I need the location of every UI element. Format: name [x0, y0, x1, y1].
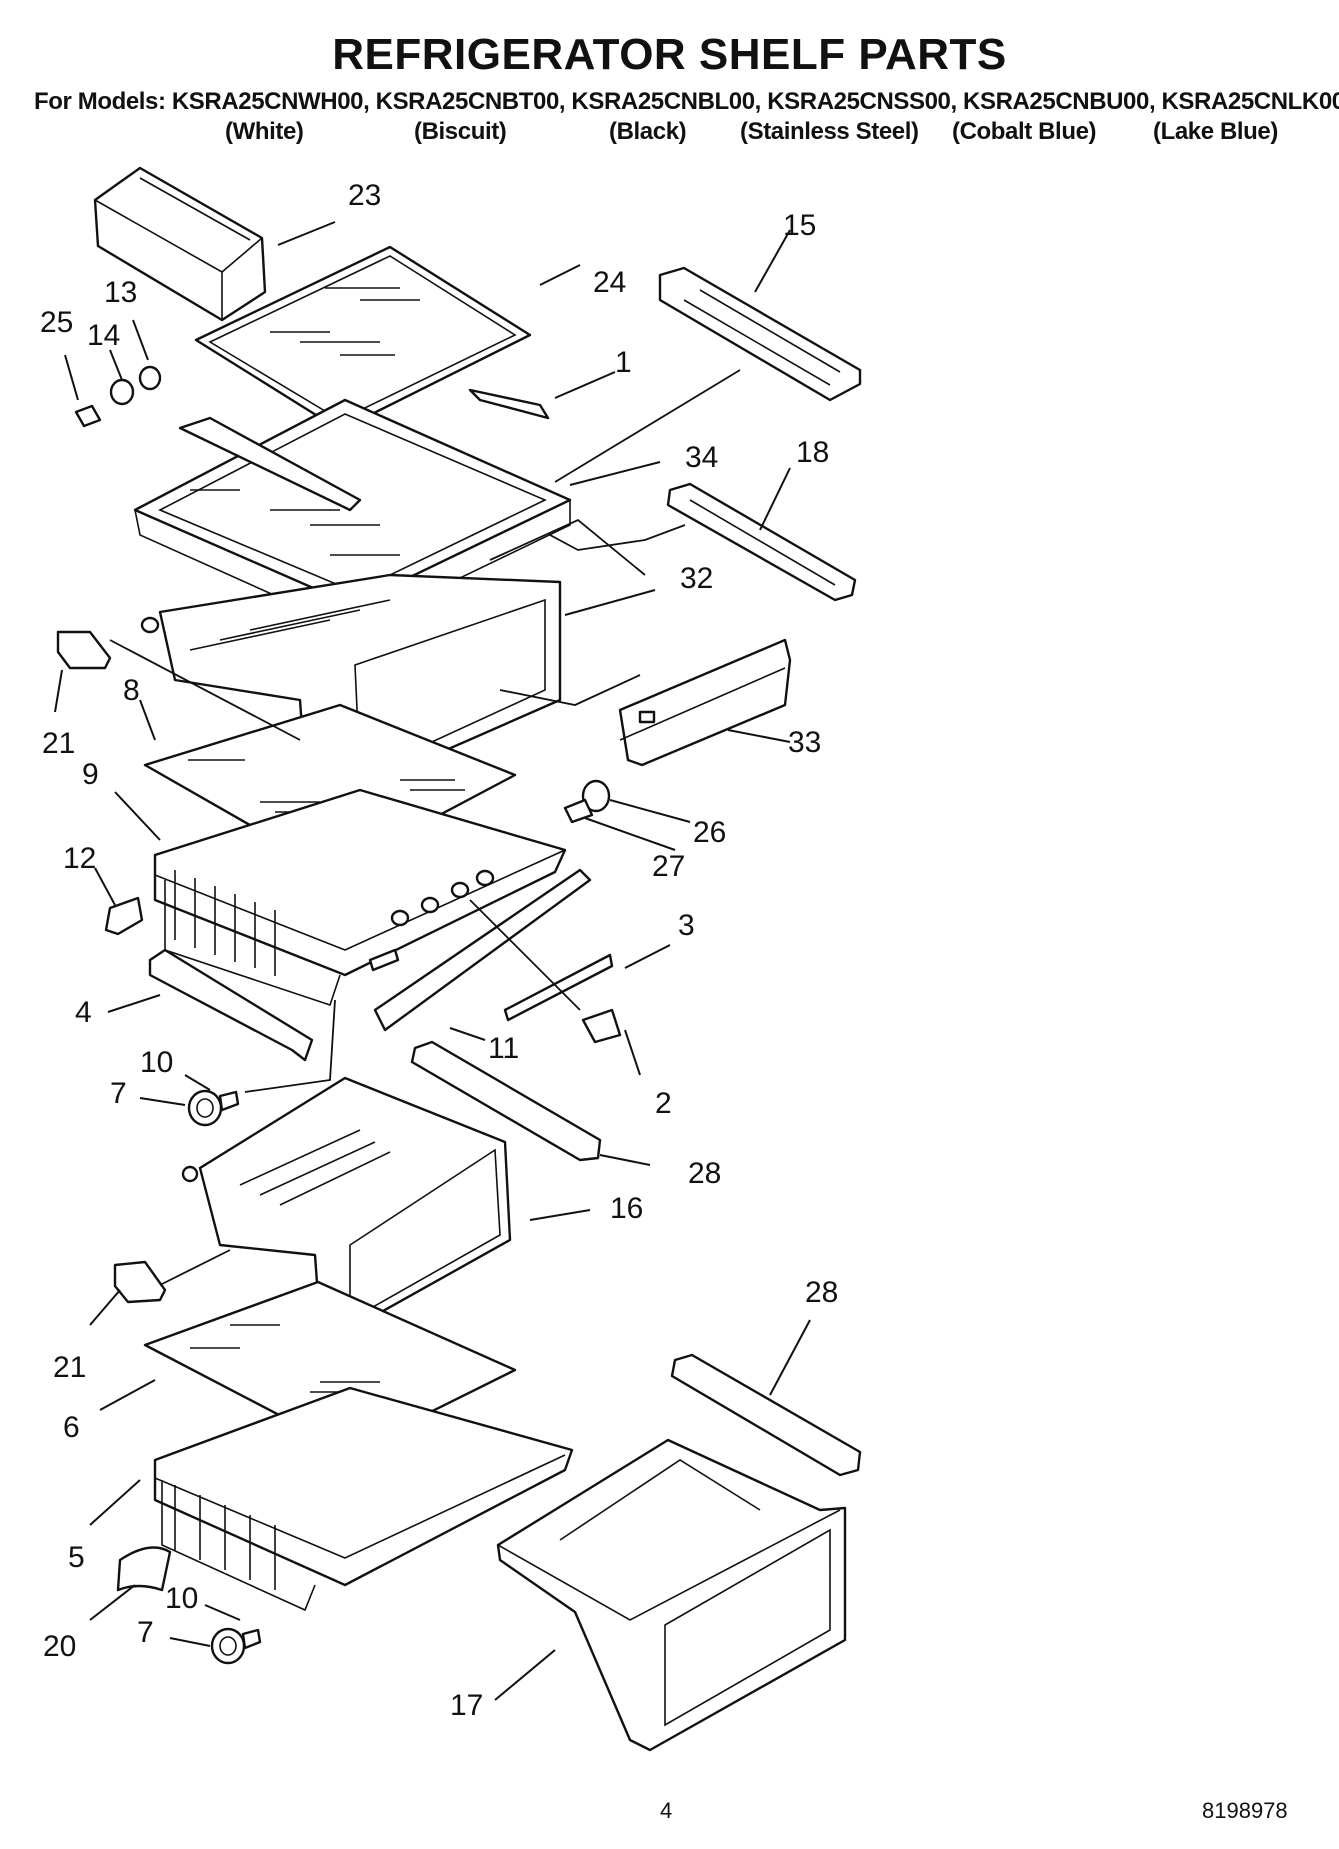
callout-5: 5	[68, 1541, 85, 1574]
part-glass-shelf-top	[194, 245, 532, 432]
callout-25: 25	[40, 306, 73, 339]
part-frame-9	[153, 788, 567, 1007]
callout-24: 24	[593, 266, 626, 299]
part-rail-28b	[670, 1353, 862, 1477]
alignment-lines	[109, 369, 741, 1286]
part-trim-1	[468, 388, 550, 420]
callout-11: 11	[488, 1032, 519, 1065]
callout-32: 32	[680, 562, 713, 595]
models-line: For Models: KSRA25CNWH00, KSRA25CNBT00, …	[34, 88, 1339, 115]
callout-3: 3	[678, 909, 695, 942]
callout-33: 33	[788, 726, 821, 759]
callout-20: 20	[43, 1630, 76, 1663]
part-shelf-frame-34	[133, 398, 572, 631]
callout-18: 18	[796, 436, 829, 469]
callout-labels: 23 24 15 13 25 14 1 34 18 32 21 8 33 9 2…	[40, 179, 838, 1722]
callout-12: 12	[63, 842, 96, 875]
part-rail-15	[658, 266, 862, 402]
part-bin	[93, 166, 267, 322]
callout-15: 15	[783, 209, 816, 242]
part-cover-33	[618, 638, 792, 767]
callout-leaders	[54, 221, 811, 1701]
color-black: (Black)	[609, 118, 687, 145]
callout-1: 1	[615, 346, 632, 379]
document-number: 8198978	[1202, 1798, 1288, 1823]
color-lake-blue: (Lake Blue)	[1153, 118, 1278, 145]
callout-16: 16	[610, 1192, 643, 1225]
part-screw-26-27	[563, 779, 611, 824]
callout-6: 6	[63, 1411, 80, 1444]
color-stainless-steel: (Stainless Steel)	[740, 118, 919, 145]
part-clip-12	[104, 896, 144, 936]
page-title: REFRIGERATOR SHELF PARTS	[332, 30, 1007, 79]
callout-10: 10	[140, 1046, 173, 1079]
part-foot-bottom	[210, 1627, 262, 1665]
callout-17: 17	[450, 1689, 483, 1722]
part-screws-13-14-25	[74, 365, 162, 428]
part-clip-21a	[56, 630, 112, 670]
part-drawer-17	[496, 1438, 847, 1752]
callout-21: 21	[42, 727, 75, 760]
callout-21-lower: 21	[53, 1351, 86, 1384]
part-cover-20	[116, 1546, 172, 1592]
color-white: (White)	[225, 118, 304, 145]
callout-34: 34	[685, 441, 718, 474]
part-trim-4	[148, 948, 314, 1062]
part-rail-18	[666, 482, 857, 602]
callout-10-lower: 10	[165, 1582, 198, 1615]
callout-7-lower: 7	[137, 1616, 154, 1649]
callout-13: 13	[104, 276, 137, 309]
part-rail-11	[373, 868, 592, 1032]
page-number: 4	[660, 1798, 673, 1823]
callout-8: 8	[123, 674, 140, 707]
part-drawer-32	[140, 573, 562, 792]
callout-7: 7	[110, 1077, 127, 1110]
callout-9: 9	[82, 758, 99, 791]
part-clip-21b	[113, 1260, 167, 1304]
part-frame-5	[153, 1386, 574, 1612]
callout-14: 14	[87, 319, 120, 352]
callout-2: 2	[655, 1087, 672, 1120]
callout-4: 4	[75, 996, 92, 1029]
callout-26: 26	[693, 816, 726, 849]
part-clip-2	[581, 1008, 622, 1044]
part-foot-top	[187, 1089, 240, 1127]
callout-27: 27	[652, 850, 685, 883]
callout-23: 23	[348, 179, 381, 212]
callout-28-lower: 28	[805, 1276, 838, 1309]
part-rail-28a	[410, 1040, 602, 1162]
color-biscuit: (Biscuit)	[414, 118, 507, 145]
callout-28: 28	[688, 1157, 721, 1190]
color-cobalt-blue: (Cobalt Blue)	[952, 118, 1097, 145]
